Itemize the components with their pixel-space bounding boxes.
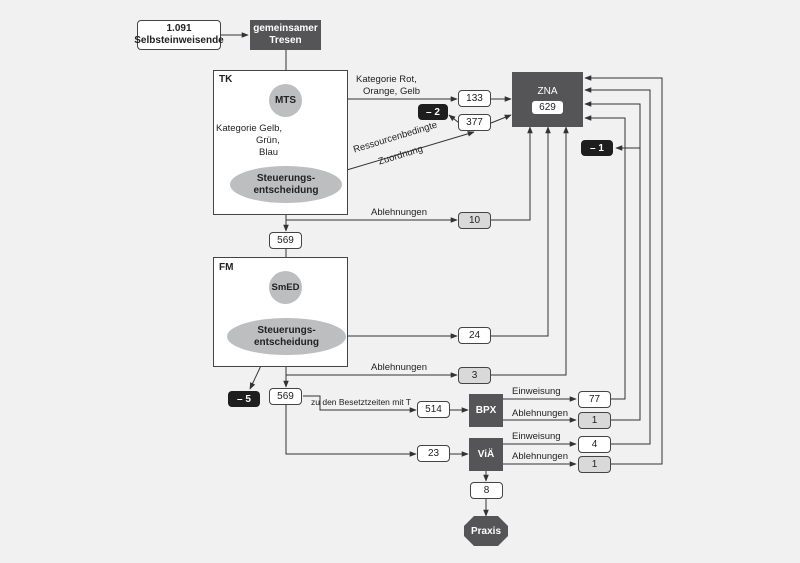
edge-4-to-zna: [584, 87, 651, 445]
tk-title: TK: [219, 74, 233, 85]
steuerung-tk-node: Steuerungs-entscheidung: [230, 166, 342, 203]
bpx-box: BPX: [469, 394, 503, 427]
value-514: 514: [417, 401, 450, 418]
value-1-a: 1: [578, 412, 611, 429]
label-besetztzeiten: zu den Besetztzeiten mit T: [311, 397, 412, 407]
tresen-box: gemeinsamer Tresen: [250, 20, 321, 50]
value-neg-1: – 1: [581, 140, 613, 156]
label-einweisung-via: Einweisung: [512, 431, 561, 442]
tresen-label: gemeinsamer Tresen: [253, 23, 318, 46]
smed-node: SmED: [269, 271, 302, 304]
praxis-node: [464, 516, 508, 546]
value-23: 23: [417, 445, 450, 462]
smed-label: SmED: [271, 281, 300, 293]
value-377: 377: [458, 114, 491, 131]
fm-title: FM: [219, 262, 234, 273]
zna-label: ZNA: [537, 85, 558, 97]
value-8: 8: [470, 482, 503, 499]
label-einweisung-bpx: Einweisung: [512, 386, 561, 397]
value-77: 77: [578, 391, 611, 408]
bpx-label: BPX: [475, 405, 497, 416]
mts-node: MTS: [269, 84, 302, 117]
self-referrals-count: 1.091: [166, 23, 192, 34]
value-569-a: 569: [269, 232, 302, 249]
edge-24-to-zna: [491, 126, 551, 337]
steuerung-tk-label: Steuerungs-entscheidung: [253, 172, 319, 196]
value-3: 3: [458, 367, 491, 384]
label-kategorie-gelb-1: Kategorie Gelb,: [216, 123, 283, 134]
steuerung-fm-node: Steuerungs-entscheidung: [227, 318, 346, 355]
edge-569-to-23: [285, 405, 417, 457]
edge-569-to-514: [303, 395, 417, 413]
edge-10-to-zna: [491, 126, 533, 221]
label-ablehnungen-via: Ablehnungen: [512, 451, 568, 462]
zna-box: ZNA 629: [512, 72, 583, 127]
via-box: ViÄ: [469, 438, 503, 471]
edge-steuerung-to-377: [339, 131, 475, 173]
label-kategorie-gelb-2: Grün,: [256, 135, 280, 146]
value-569-b: 569: [269, 388, 302, 405]
label-ablehnungen-bpx: Ablehnungen: [512, 408, 568, 419]
value-neg-5: – 5: [228, 391, 260, 407]
value-4: 4: [578, 436, 611, 453]
self-referrals-box: 1.091 Selbsteinweisende: [134, 20, 224, 50]
mts-label: MTS: [274, 94, 297, 106]
value-133: 133: [458, 90, 491, 107]
label-kategorie-gelb-3: Blau: [259, 147, 279, 158]
steuerung-fm-label: Steuerungs-entscheidung: [253, 324, 319, 348]
value-1-b: 1: [578, 456, 611, 473]
edge-377-to-zna: [490, 114, 512, 124]
value-neg-2: – 2: [418, 104, 448, 120]
value-24: 24: [458, 327, 491, 344]
edge-77-to-zna: [584, 115, 626, 400]
label-kategorie-rot-2: Orange, Gelb: [363, 86, 421, 97]
edge-3-to-zna: [491, 126, 569, 376]
praxis-label: Praxis: [470, 525, 502, 537]
zna-count: 629: [532, 100, 563, 114]
self-referrals-label: Selbsteinweisende: [134, 35, 224, 46]
label-ablehnungen-1: Ablehnungen: [371, 207, 427, 218]
via-label: ViÄ: [477, 449, 495, 460]
edge-1b-to-zna: [584, 75, 663, 465]
edge-1a-to-zna: [584, 101, 641, 421]
value-10: 10: [458, 212, 491, 229]
label-kategorie-rot-1: Kategorie Rot,: [356, 74, 417, 85]
label-ablehnungen-2: Ablehnungen: [371, 362, 427, 373]
